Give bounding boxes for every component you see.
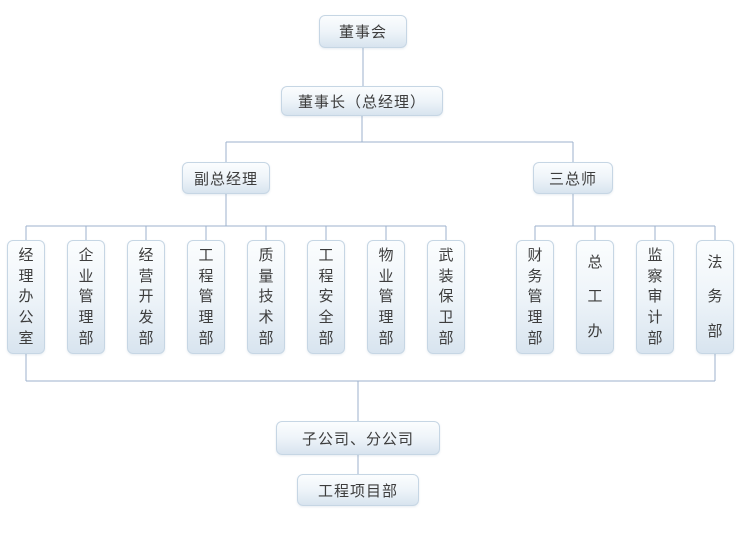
node-dept-finance-mgmt: 财务管理部 — [516, 240, 554, 354]
node-subsidiaries: 子公司、分公司 — [276, 421, 440, 455]
node-dept-chief-engineer-office: 总工办 — [576, 240, 614, 354]
node-dept-property-mgmt: 物业管理部 — [367, 240, 405, 354]
node-dept-armed-security: 武装保卫部 — [427, 240, 465, 354]
node-dept-quality-tech: 质量技术部 — [247, 240, 285, 354]
node-dept-supervision-audit: 监察审计部 — [636, 240, 674, 354]
node-deputy-gm: 副总经理 — [182, 162, 270, 194]
node-dept-engineering-safety: 工程安全部 — [307, 240, 345, 354]
node-dept-engineering-mgmt: 工程管理部 — [187, 240, 225, 354]
node-board: 董事会 — [319, 15, 407, 48]
node-project-dept: 工程项目部 — [297, 474, 419, 506]
node-dept-legal-affairs: 法务部 — [696, 240, 734, 354]
node-three-chiefs: 三总师 — [533, 162, 613, 194]
node-chairman: 董事长（总经理） — [281, 86, 443, 116]
node-dept-manager-office: 经理办公室 — [7, 240, 45, 354]
node-dept-business-dev: 经营开发部 — [127, 240, 165, 354]
node-dept-enterprise-mgmt: 企业管理部 — [67, 240, 105, 354]
